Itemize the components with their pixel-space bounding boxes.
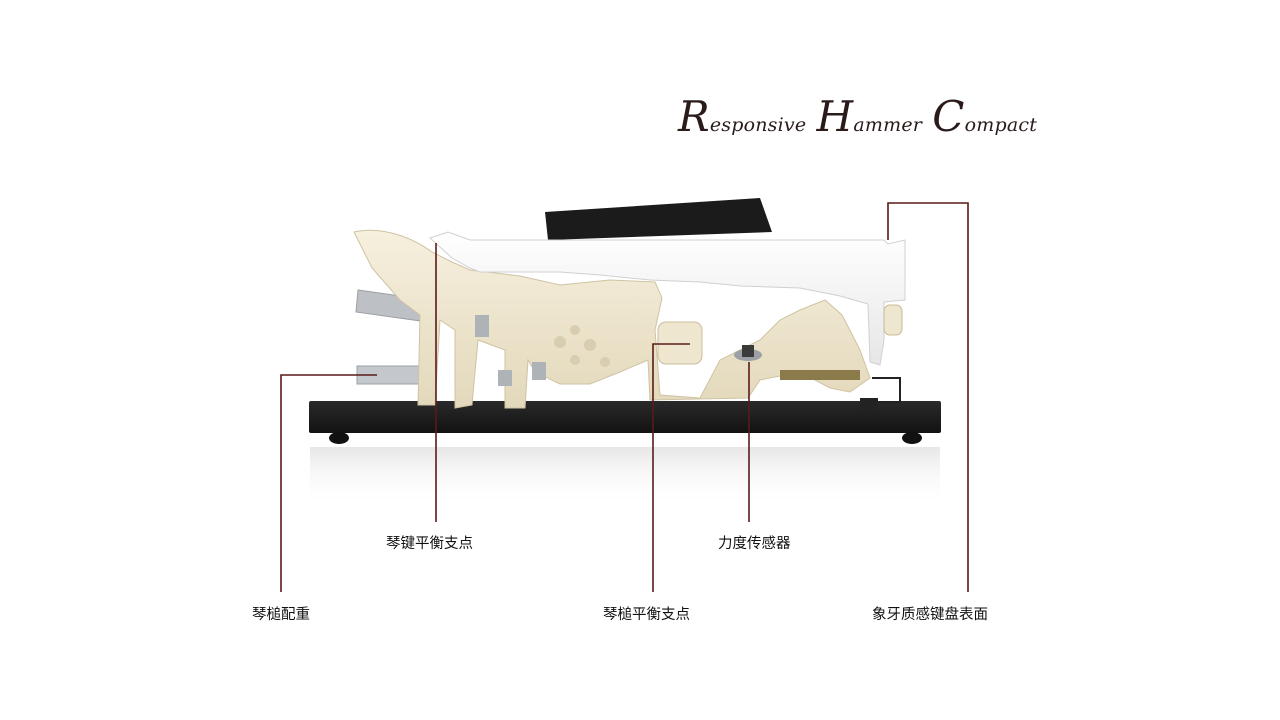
screw-plate <box>498 370 512 386</box>
hammer-hole <box>600 357 610 367</box>
callout-hammer-balance-pivot: 琴槌平衡支点 <box>603 607 690 623</box>
white-key <box>429 231 906 366</box>
callout-line-hammer-pivot <box>652 343 690 592</box>
base-foot-right <box>902 432 922 444</box>
callout-key-balance-pivot: 琴键平衡支点 <box>386 536 473 552</box>
hammer-hole <box>554 336 566 348</box>
black-key <box>545 198 772 240</box>
hammer-pivot-boss <box>657 321 703 365</box>
base-foot-left <box>329 432 349 444</box>
callout-line-hammer-weight <box>280 374 377 592</box>
sensor-board <box>780 370 860 380</box>
callout-line-key-surface <box>887 202 969 592</box>
floor-reflection <box>310 447 940 507</box>
hammer-hole <box>584 339 596 351</box>
hammer-hole <box>570 325 580 335</box>
callout-hammer-weight: 琴槌配重 <box>252 607 310 623</box>
base-rail <box>309 401 941 433</box>
screw-plate <box>475 315 489 337</box>
front-bracket <box>872 377 901 403</box>
product-title: Responsive Hammer Compact <box>678 92 1038 141</box>
hammer-body <box>353 229 871 409</box>
force-sensor-cap <box>742 345 754 357</box>
screw-plate <box>532 362 546 380</box>
key-front-stop <box>883 304 903 336</box>
front-rail-pad <box>860 398 878 412</box>
hammer-hole <box>570 355 580 365</box>
callout-lines <box>280 202 969 592</box>
callout-force-sensor: 力度传感器 <box>718 536 791 552</box>
callout-ivory-key-surface: 象牙质感键盘表面 <box>872 607 988 623</box>
